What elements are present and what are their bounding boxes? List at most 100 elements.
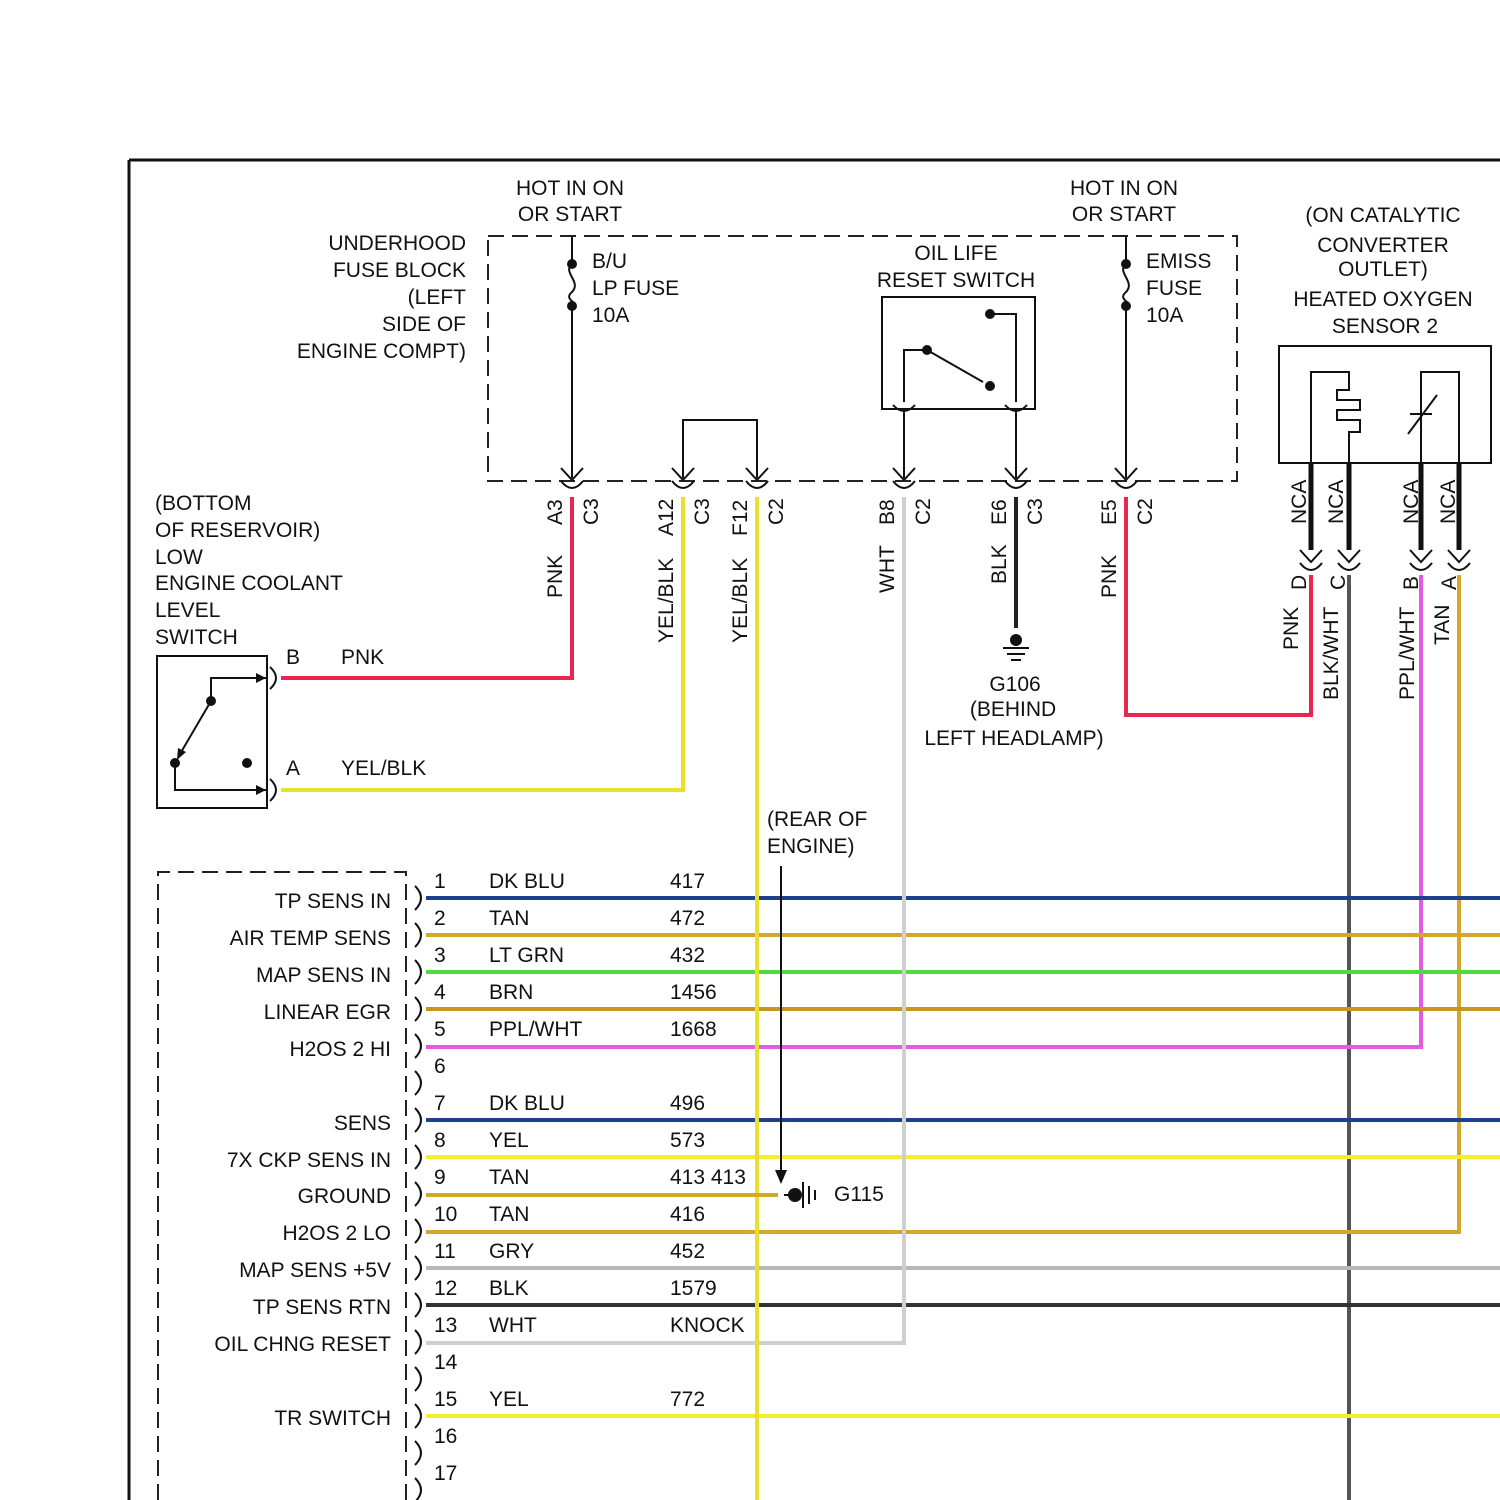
svg-text:LINEAR EGR: LINEAR EGR xyxy=(264,1001,391,1024)
svg-text:NCA: NCA xyxy=(1437,480,1460,524)
pin-number: 6 xyxy=(434,1055,446,1078)
pin-connector xyxy=(415,1367,421,1391)
pin-connector xyxy=(415,1256,421,1280)
pin-connector xyxy=(415,1071,421,1095)
svg-text:A3: A3 xyxy=(544,499,567,525)
pin-number: 13 xyxy=(434,1314,457,1337)
svg-text:TP SENS RTN: TP SENS RTN xyxy=(253,1296,391,1319)
pin-wire-color: BRN xyxy=(489,981,533,1004)
wire-tan-a xyxy=(426,575,1459,1232)
pin-connector xyxy=(415,960,421,984)
pin-connector xyxy=(415,1441,421,1465)
pin-row: 7 DK BLU 496 xyxy=(415,1092,1500,1132)
pcm-function-labels: TP SENS IN AIR TEMP SENS MAP SENS IN LIN… xyxy=(214,890,391,1430)
pin-circuit: 416 xyxy=(670,1203,705,1226)
svg-text:PPL/WHT: PPL/WHT xyxy=(1396,606,1419,700)
pin-connector xyxy=(415,886,421,910)
fuse-block-title: UNDERHOOD FUSE BLOCK (LEFT SIDE OF ENGIN… xyxy=(297,232,466,363)
svg-text:OR START: OR START xyxy=(1072,203,1176,226)
oil-life-reset-switch: OIL LIFE RESET SWITCH xyxy=(877,242,1035,478)
pin-connector xyxy=(415,1404,421,1428)
pin-wire-color: DK BLU xyxy=(489,870,565,893)
heated-oxygen-sensor-2: (ON CATALYTIC CONVERTER OUTLET) HEATED O… xyxy=(1279,204,1491,463)
wire-pplwht-b xyxy=(426,575,1421,1047)
pin-row: 11GRY452 xyxy=(415,1240,1500,1280)
pin-wire-color: WHT xyxy=(489,1314,537,1337)
coolant-level-switch: (BOTTOM OF RESERVOIR) LOW ENGINE COOLANT… xyxy=(155,492,426,808)
pin-connector xyxy=(415,1219,421,1243)
svg-text:G115: G115 xyxy=(834,1183,884,1206)
svg-text:(ON CATALYTIC: (ON CATALYTIC xyxy=(1305,204,1460,227)
svg-text:TP SENS IN: TP SENS IN xyxy=(275,890,391,913)
svg-text:TAN: TAN xyxy=(1431,605,1454,645)
svg-text:D: D xyxy=(1288,575,1311,590)
svg-text:10A: 10A xyxy=(592,304,629,327)
svg-text:PNK: PNK xyxy=(1280,607,1303,650)
svg-text:OF RESERVOIR): OF RESERVOIR) xyxy=(155,519,320,542)
svg-text:E6: E6 xyxy=(988,499,1011,525)
svg-text:E5: E5 xyxy=(1098,499,1121,525)
svg-text:PNK: PNK xyxy=(341,646,384,669)
pin-connector xyxy=(415,1108,421,1132)
pin-circuit: 413 413 xyxy=(670,1166,746,1189)
pin-wire-color: DK BLU xyxy=(489,1092,565,1115)
pin-wire-color: YEL xyxy=(489,1388,529,1411)
wire-pnk-e5 xyxy=(1126,497,1311,715)
svg-text:GROUND: GROUND xyxy=(298,1185,391,1208)
svg-text:H2OS 2 HI: H2OS 2 HI xyxy=(289,1038,391,1061)
pin-connector xyxy=(415,1293,421,1317)
pin-number: 7 xyxy=(434,1092,446,1115)
pin-connector xyxy=(415,1182,421,1206)
svg-text:MAP SENS IN: MAP SENS IN xyxy=(256,964,391,987)
pin-row: 15 YEL 772 xyxy=(415,1388,1500,1428)
svg-text:BLK/WHT: BLK/WHT xyxy=(1320,606,1343,700)
pin-circuit: 417 xyxy=(670,870,705,893)
pin-number: 14 xyxy=(434,1351,458,1374)
pin-wire-color: PPL/WHT xyxy=(489,1018,583,1041)
bu-fuse: B/U LP FUSE 10A xyxy=(567,236,679,478)
pin-circuit: 1456 xyxy=(670,981,717,1004)
svg-text:PNK: PNK xyxy=(544,555,567,598)
pin-number: 15 xyxy=(434,1388,457,1411)
svg-text:SENSOR 2: SENSOR 2 xyxy=(1332,315,1438,338)
pin-number: 9 xyxy=(434,1166,446,1189)
pin-circuit: 496 xyxy=(670,1092,705,1115)
pin-circuit: 772 xyxy=(670,1388,705,1411)
svg-text:C3: C3 xyxy=(580,498,603,525)
terminal-labels: A3 C3 PNK A12 C3 YEL/BLK F12 C2 YEL/BLK … xyxy=(544,498,1157,643)
svg-text:AIR TEMP SENS: AIR TEMP SENS xyxy=(230,927,391,950)
pin-circuit: 472 xyxy=(670,907,705,930)
hot-label-left: HOT IN ON OR START xyxy=(516,177,624,226)
pin-row: 17 xyxy=(415,1462,457,1500)
pin-wire-color: TAN xyxy=(489,1166,529,1189)
pin-row: 3LT GRN432 xyxy=(415,944,1500,984)
svg-text:ENGINE COOLANT: ENGINE COOLANT xyxy=(155,572,343,595)
pin-connector xyxy=(415,1034,421,1058)
pin-number: 4 xyxy=(434,981,446,1004)
svg-text:C2: C2 xyxy=(765,498,788,525)
svg-text:B8: B8 xyxy=(876,499,899,525)
svg-text:UNDERHOOD: UNDERHOOD xyxy=(328,232,466,255)
svg-text:NCA: NCA xyxy=(1400,480,1423,524)
svg-text:G106: G106 xyxy=(989,673,1040,696)
svg-text:H2OS 2 LO: H2OS 2 LO xyxy=(282,1222,391,1245)
svg-text:YEL/BLK: YEL/BLK xyxy=(341,757,426,780)
o2-sensor-connectors xyxy=(1300,550,1470,570)
pin-row: 6 xyxy=(415,1055,446,1095)
svg-text:NCA: NCA xyxy=(1288,480,1311,524)
svg-text:CONVERTER: CONVERTER xyxy=(1317,234,1448,257)
svg-text:B/U: B/U xyxy=(592,250,627,273)
svg-text:C3: C3 xyxy=(691,498,714,525)
pin-row: 13WHTKNOCK xyxy=(415,1314,745,1354)
svg-text:C3: C3 xyxy=(1024,498,1047,525)
svg-text:TR SWITCH: TR SWITCH xyxy=(274,1407,391,1430)
o2-sensor-labels: NCA NCA NCA NCA D C B A PNK BLK/WHT PPL/… xyxy=(1280,480,1461,700)
pin-number: 12 xyxy=(434,1277,457,1300)
svg-text:A12: A12 xyxy=(655,499,678,536)
svg-text:HOT IN ON: HOT IN ON xyxy=(1070,177,1178,200)
